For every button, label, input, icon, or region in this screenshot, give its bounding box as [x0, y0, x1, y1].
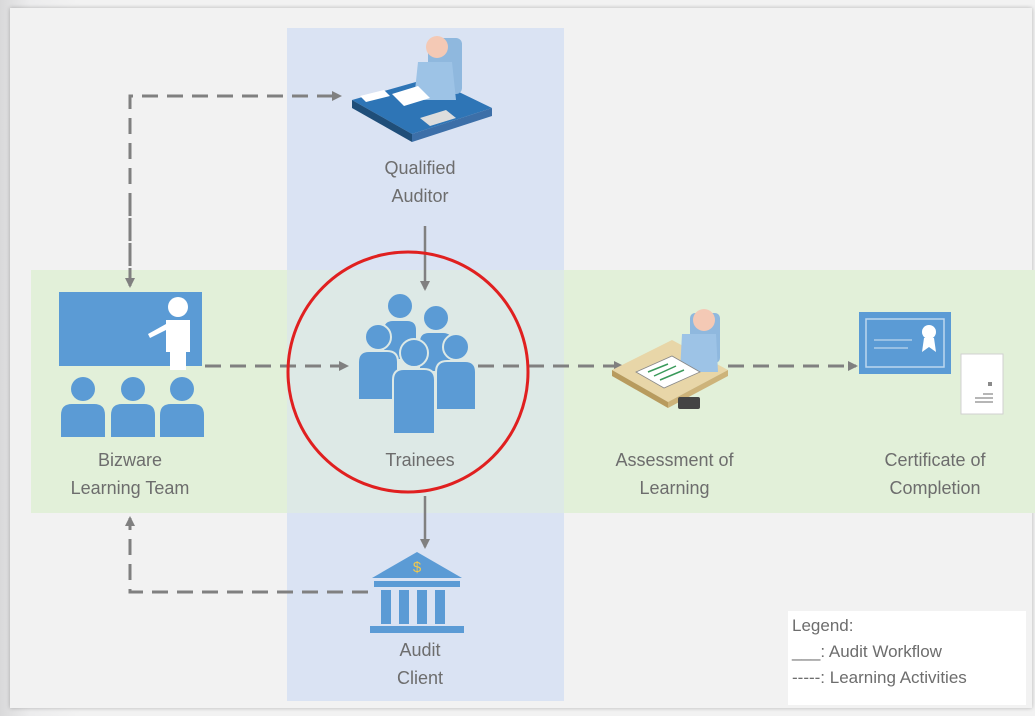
legend-audit-workflow: ___: Audit Workflow: [792, 642, 942, 661]
legend-title: Legend:: [792, 616, 854, 635]
node-label-bizware: Bizware Learning Team: [70, 450, 190, 498]
assessor-desk-icon: [612, 309, 728, 409]
audience-icon: [61, 377, 204, 437]
highlight-circle: [286, 250, 530, 494]
arrow-client-to-bizware: [125, 516, 368, 594]
legend-learning-activities: -----: Learning Activities: [792, 668, 967, 687]
node-label-client: Audit Client: [396, 640, 444, 688]
node-label-auditor: Qualified Auditor: [384, 158, 456, 206]
node-label-assessment: Assessment of Learning: [615, 450, 734, 498]
arrow-bizware-to-auditor: [128, 91, 342, 284]
certificate-icon: [859, 312, 951, 374]
auditor-desk-icon: [352, 36, 492, 142]
node-label-certificate: Certificate of Completion: [884, 450, 986, 498]
presenter-icon: [59, 292, 202, 370]
legend: Legend: ___: Audit Workflow -----: Learn…: [788, 611, 1026, 705]
document-icon: [960, 353, 1004, 415]
people-group-icon: [357, 292, 477, 435]
bank-icon: $: [370, 552, 464, 633]
svg-text:$: $: [413, 559, 422, 576]
node-label-trainees: Trainees: [385, 450, 455, 470]
